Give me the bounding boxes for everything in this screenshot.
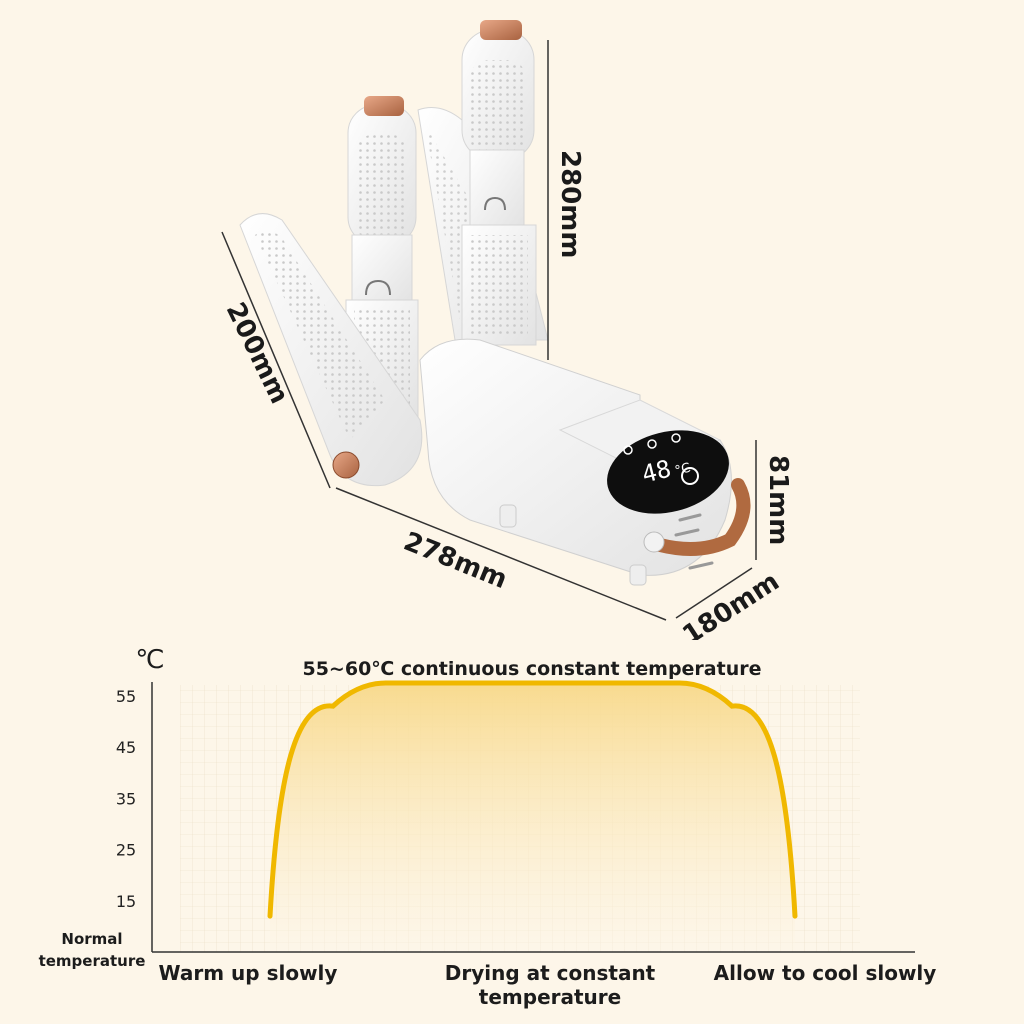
control-display: 48 °C bbox=[607, 430, 729, 514]
power-button-icon[interactable] bbox=[681, 467, 699, 485]
display-unit: °C bbox=[673, 461, 692, 479]
chart-axes bbox=[151, 682, 915, 953]
chart-y-ticks: 15 25 35 45 55 bbox=[116, 687, 136, 911]
temperature-area-fill bbox=[270, 683, 795, 952]
y-axis-unit: ℃ bbox=[135, 645, 164, 675]
chart-area-layer bbox=[267, 680, 798, 952]
timer-icon bbox=[647, 439, 657, 449]
product-illustration: 48 °C 280mm 200mm 278mm 180mm 81mm bbox=[220, 20, 793, 640]
chart-title: 55~60℃ continuous constant temperature bbox=[302, 658, 761, 680]
leather-strap bbox=[643, 478, 751, 556]
y-tick-label-15: 15 bbox=[116, 892, 136, 911]
baseline-label-line2: temperature bbox=[39, 952, 146, 970]
phase-drying-line1: Drying at constant bbox=[445, 961, 656, 985]
y-tick-label-35: 35 bbox=[116, 789, 136, 808]
heat-icon bbox=[671, 433, 681, 443]
right-dryer-arm bbox=[461, 20, 537, 346]
dimension-width: 180mm bbox=[677, 567, 784, 640]
phase-warm-up: Warm up slowly bbox=[159, 961, 338, 985]
left-dryer-arm bbox=[239, 213, 423, 487]
phase-drying-line2: temperature bbox=[479, 985, 621, 1009]
dimension-base-height: 81mm bbox=[763, 455, 793, 545]
display-temperature: 48 bbox=[639, 455, 674, 489]
y-tick-label-45: 45 bbox=[116, 738, 136, 757]
y-tick-label-55: 55 bbox=[116, 687, 136, 706]
dimension-height: 280mm bbox=[555, 150, 585, 258]
temperature-curve bbox=[267, 680, 798, 919]
temperature-chart: 15 25 35 45 55 55~60℃ continuous constant te… bbox=[39, 645, 937, 1009]
y-tick-label-25: 25 bbox=[116, 841, 136, 860]
dimension-length: 278mm bbox=[399, 527, 511, 595]
mode-icon bbox=[623, 445, 633, 455]
baseline-label-line1: Normal bbox=[61, 930, 122, 948]
phase-cool-down: Allow to cool slowly bbox=[714, 961, 937, 985]
dimension-lines bbox=[221, 40, 757, 621]
